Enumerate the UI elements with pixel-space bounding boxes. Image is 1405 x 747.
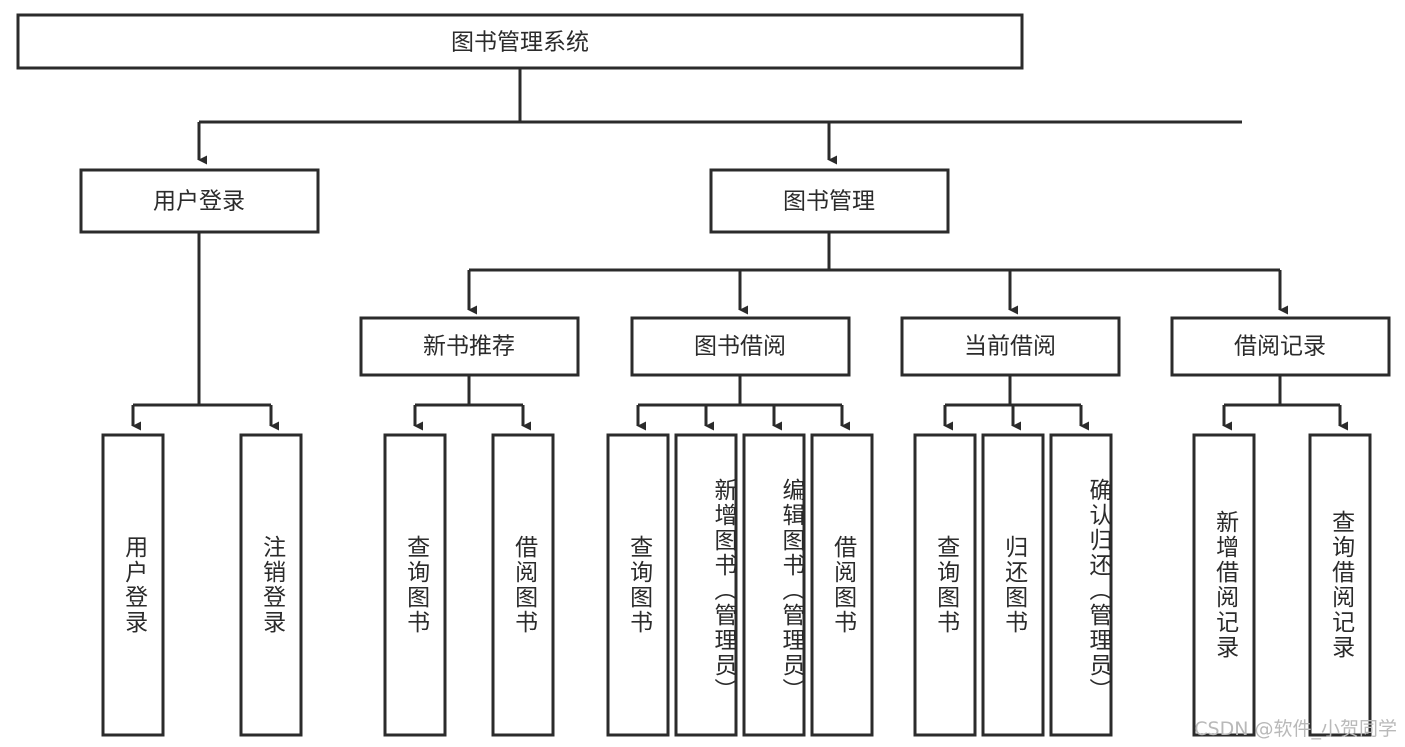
node-root[interactable]: 图书管理系统 [16, 13, 1024, 70]
node-leaf-user-logout[interactable] [239, 433, 303, 737]
node-borrow-record-label: 借阅记录 [1234, 334, 1326, 360]
connector-borrow-record-bus [1222, 375, 1348, 431]
csdn-watermark: CSDN @软件_小贺同学 [1194, 718, 1397, 740]
connector-user-login-bus [131, 232, 279, 431]
node-new-book-recommend-label: 新书推荐 [423, 334, 515, 360]
node-leaf-query-record[interactable] [1308, 433, 1372, 737]
node-borrow-record[interactable]: 借阅记录 [1170, 316, 1391, 377]
node-leaf-add-record[interactable] [1192, 433, 1256, 737]
node-leaf-query-book-1[interactable] [383, 433, 447, 737]
connector-new-book-recommend-bus [413, 375, 531, 431]
node-leaf-confirm-return[interactable] [1049, 433, 1113, 737]
node-book-manage-label: 图书管理 [783, 189, 875, 215]
node-leaf-borrow-book-1[interactable] [491, 433, 555, 737]
connector-book-borrow-bus [636, 375, 850, 431]
node-leaf-user-login[interactable] [101, 433, 165, 737]
node-leaf-borrow-book-2[interactable] [810, 433, 874, 737]
node-new-book-recommend[interactable]: 新书推荐 [359, 316, 580, 377]
node-book-borrow[interactable]: 图书借阅 [630, 316, 851, 377]
node-book-borrow-label: 图书借阅 [694, 334, 786, 360]
node-current-borrow-label: 当前借阅 [964, 334, 1056, 360]
node-leaf-query-book-3[interactable] [913, 433, 977, 737]
node-leaf-return-book[interactable] [981, 433, 1045, 737]
node-root-label: 图书管理系统 [451, 30, 589, 56]
connector-book-manage-bus [467, 232, 1288, 315]
node-leaf-query-book-2[interactable] [606, 433, 670, 737]
node-leaf-add-book[interactable] [674, 433, 738, 737]
connector-current-borrow-bus [943, 375, 1089, 431]
node-user-login-label: 用户登录 [153, 189, 245, 215]
node-book-manage[interactable]: 图书管理 [709, 168, 950, 234]
node-leaf-edit-book[interactable] [742, 433, 806, 737]
node-user-login[interactable]: 用户登录 [79, 168, 320, 234]
node-current-borrow[interactable]: 当前借阅 [900, 316, 1121, 377]
connector-root-bus [197, 68, 1242, 165]
